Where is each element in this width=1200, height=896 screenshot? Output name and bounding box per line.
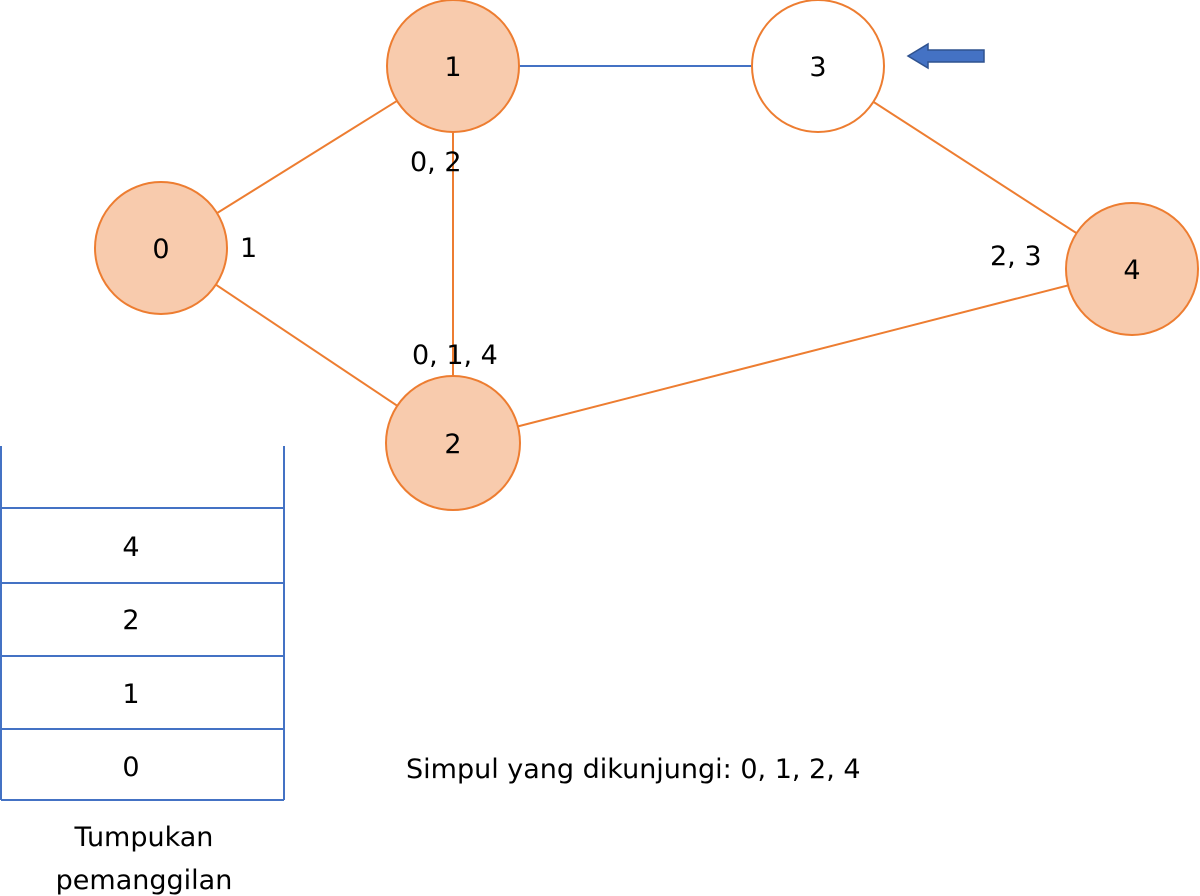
node-label-2: 2 xyxy=(444,429,461,460)
node-label-0: 0 xyxy=(152,234,169,265)
adjacency-label-2: 0, 1, 4 xyxy=(412,340,498,371)
node-0: 0 xyxy=(94,181,228,315)
adjacency-labels: 1 0, 2 0, 1, 4 2, 3 xyxy=(240,147,1042,371)
stack-item: 4 xyxy=(122,532,139,563)
stack-item: 1 xyxy=(122,679,139,710)
graph-edges xyxy=(160,65,1133,444)
node-1: 1 xyxy=(386,0,520,133)
stack-item: 2 xyxy=(122,605,139,636)
node-4: 4 xyxy=(1065,202,1199,336)
adjacency-label-0: 1 xyxy=(240,233,257,264)
node-2: 2 xyxy=(385,375,521,511)
node-label-3: 3 xyxy=(809,52,826,83)
call-stack: 4 2 1 0 xyxy=(0,446,285,801)
adjacency-label-1: 0, 2 xyxy=(410,147,462,178)
node-3: 3 xyxy=(751,0,885,133)
graph-nodes: 0 1 2 3 4 xyxy=(94,0,1199,511)
stack-caption-line2: pemanggilan xyxy=(56,865,233,896)
visited-nodes-text: Simpul yang dikunjungi: 0, 1, 2, 4 xyxy=(406,754,861,785)
node-label-4: 4 xyxy=(1123,255,1140,286)
stack-caption-line1: Tumpukan xyxy=(74,822,214,853)
pointer-arrow-icon xyxy=(906,42,985,70)
node-label-1: 1 xyxy=(444,52,461,83)
adjacency-label-4: 2, 3 xyxy=(990,241,1042,272)
stack-item: 0 xyxy=(122,752,139,783)
edge-2-4 xyxy=(452,268,1133,444)
